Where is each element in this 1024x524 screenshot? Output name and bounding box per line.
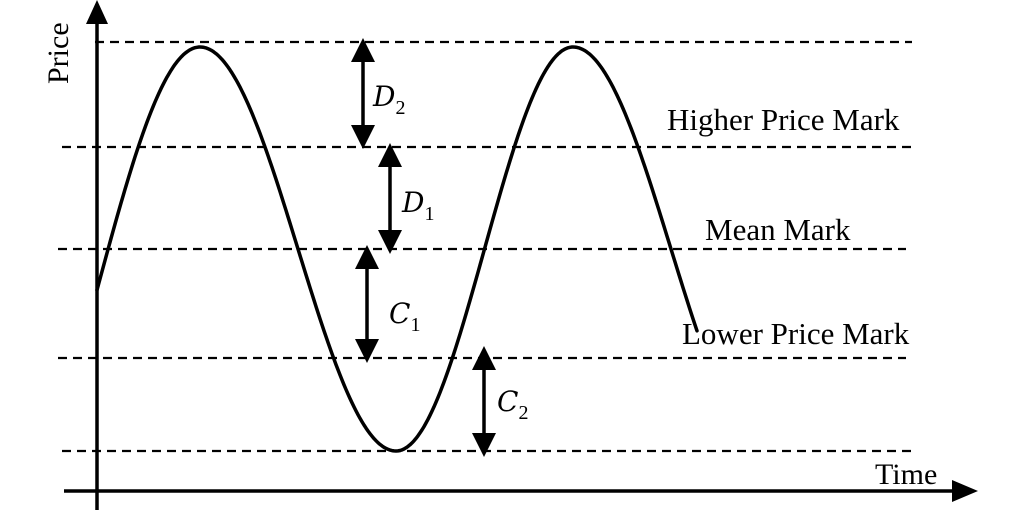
c2-label: C2 xyxy=(497,385,528,424)
x-axis-label: Time xyxy=(875,458,937,491)
price-curve xyxy=(95,45,699,453)
mean-mark-label: Mean Mark xyxy=(705,212,851,247)
y-axis-label: Price xyxy=(42,22,75,84)
higher-price-mark-label: Higher Price Mark xyxy=(667,102,900,137)
y-axis-arrowhead xyxy=(86,0,108,24)
d2-label: D2 xyxy=(372,80,405,119)
d1-label: D1 xyxy=(401,186,434,225)
lower-price-mark-label: Lower Price Mark xyxy=(682,316,910,351)
x-axis-arrowhead xyxy=(952,480,978,502)
c1-label: C1 xyxy=(389,297,420,336)
